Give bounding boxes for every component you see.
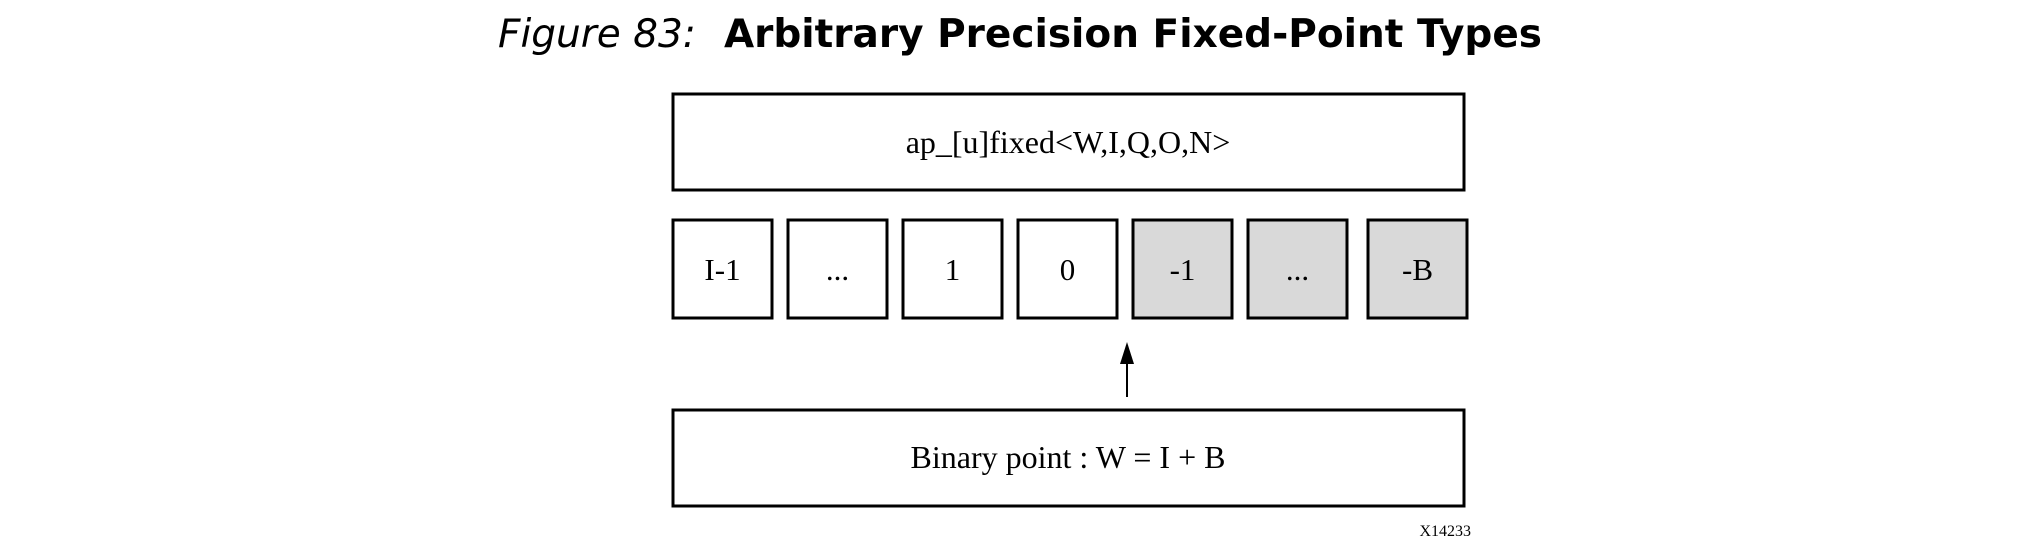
bit-cell-rect xyxy=(1131,218,1234,320)
bit-cell: 1 xyxy=(901,218,1004,320)
bit-cell-label: ... xyxy=(1286,252,1309,287)
binary-point-arrow xyxy=(1120,342,1134,397)
binary-point-rect xyxy=(671,408,1466,508)
binary-point-text: Binary point : W = I + B xyxy=(911,439,1226,475)
bit-cell-rect xyxy=(1366,218,1469,320)
bit-cell-label: 1 xyxy=(945,252,961,287)
bit-cell-label: ... xyxy=(826,252,849,287)
figure-id: X14233 xyxy=(1419,523,1471,540)
binary-point-box: Binary point : W = I + B xyxy=(671,408,1466,508)
figure-title: Arbitrary Precision Fixed-Point Types xyxy=(723,11,1542,57)
bit-cell-rect xyxy=(1016,218,1119,320)
bit-cell-rect xyxy=(1246,218,1349,320)
figure-caption: Figure 83: Arbitrary Precision Fixed-Poi… xyxy=(0,4,2040,64)
bit-cell-rect xyxy=(901,218,1004,320)
arrow-head xyxy=(1120,342,1134,364)
bit-cell: 0 xyxy=(1016,218,1119,320)
bit-cell: -B xyxy=(1366,218,1469,320)
bit-row: I-1... 1 0 -1... -B xyxy=(671,218,1469,320)
type-declaration-rect xyxy=(671,92,1466,192)
type-declaration-box: ap_[u]fixed<W,I,Q,O,N> xyxy=(671,92,1466,192)
bit-cell-rect xyxy=(786,218,889,320)
bit-cell: I-1 xyxy=(671,218,774,320)
bit-cell-label: I-1 xyxy=(704,252,740,287)
bit-cell: -1 xyxy=(1131,218,1234,320)
figure-label: Figure 83: xyxy=(498,11,696,57)
bit-cell-label: 0 xyxy=(1060,252,1076,287)
bit-cell-rect xyxy=(671,218,774,320)
bit-cell-label: -B xyxy=(1402,252,1433,287)
bit-cell: ... xyxy=(1246,218,1349,320)
type-declaration-text: ap_[u]fixed<W,I,Q,O,N> xyxy=(906,124,1231,160)
bit-cell: ... xyxy=(786,218,889,320)
bit-cell-label: -1 xyxy=(1170,252,1196,287)
